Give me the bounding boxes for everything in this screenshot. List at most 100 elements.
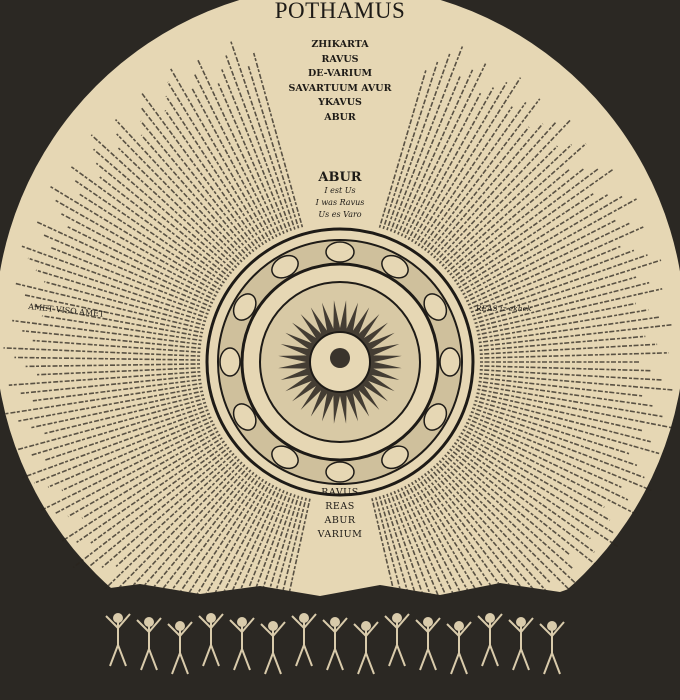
- zodiac-cell: [439, 347, 461, 377]
- text-line: [144, 471, 255, 596]
- text-line: [101, 452, 235, 569]
- text-line: [449, 448, 599, 567]
- text-line: [148, 476, 261, 596]
- text-line: [458, 435, 616, 535]
- text-line: [435, 118, 572, 262]
- dancer-figure: [353, 621, 379, 675]
- text-line: [475, 396, 651, 443]
- zodiac-cell: [423, 403, 448, 431]
- dancer-figure: [508, 617, 534, 671]
- text-line: [462, 428, 605, 508]
- dancer-figure: [167, 621, 193, 675]
- text-line: [474, 399, 660, 455]
- text-line: [404, 92, 482, 239]
- text-line: [374, 497, 420, 596]
- text-line: [479, 365, 652, 372]
- text-line: [444, 454, 574, 570]
- text-line: [50, 246, 211, 312]
- dancer-figure: [105, 613, 131, 667]
- text-line: [474, 276, 637, 325]
- text-line: [30, 390, 204, 429]
- text-line: [438, 145, 558, 264]
- text-line: [116, 466, 249, 596]
- text-line: [252, 52, 304, 228]
- text-line: [20, 244, 209, 315]
- text-line: [164, 109, 261, 248]
- dancer-figure: [291, 613, 317, 667]
- text-line: [36, 221, 214, 305]
- text-line: [167, 81, 268, 244]
- text-line: [460, 432, 611, 521]
- text-line: [417, 106, 513, 247]
- text-line: [456, 438, 620, 549]
- text-line: [410, 481, 502, 596]
- text-line: [441, 457, 576, 584]
- text-line: [479, 369, 662, 381]
- text-line: [139, 106, 255, 253]
- track: SAVARTUUM AVUR: [288, 82, 392, 94]
- bottom-word: VARIUM: [317, 529, 363, 540]
- text-line: [99, 176, 230, 278]
- text-line: [397, 489, 473, 596]
- zodiac-cell: [232, 293, 257, 321]
- text-line: [420, 475, 528, 596]
- text-line: [477, 302, 637, 336]
- center-line: I was Ravus: [315, 198, 365, 207]
- center-line: Us es Varo: [318, 210, 362, 219]
- text-line: [176, 480, 268, 596]
- text-line: [22, 293, 204, 334]
- text-line: [230, 41, 296, 230]
- text-line: [471, 254, 648, 317]
- text-line: [477, 384, 663, 418]
- text-line: [479, 372, 673, 391]
- text-line: [53, 427, 217, 515]
- text-line: [95, 162, 233, 275]
- text-line: [27, 257, 208, 319]
- text-line: [39, 423, 215, 512]
- text-line: [456, 192, 595, 286]
- text-line: [433, 120, 558, 259]
- text-line: [371, 498, 414, 596]
- track: ZHIKARTA: [311, 39, 369, 50]
- zodiac-cell: [219, 347, 241, 377]
- text-line: [67, 430, 219, 518]
- bottom-word: ABUR: [324, 515, 356, 526]
- text-line: [76, 440, 225, 543]
- text-line: [479, 352, 669, 359]
- text-line: [139, 120, 252, 255]
- text-line: [438, 460, 578, 596]
- text-line: [208, 488, 282, 596]
- text-line: [393, 76, 461, 234]
- text-line: [79, 193, 223, 287]
- text-line: [115, 455, 238, 568]
- text-line: [467, 418, 622, 489]
- text-line: [74, 180, 225, 284]
- dancer-figure: [477, 613, 503, 667]
- text-line: [382, 61, 439, 230]
- text-line: [453, 442, 591, 540]
- text-line: [470, 410, 645, 479]
- text-line: [230, 492, 292, 596]
- text-line: [476, 392, 643, 432]
- text-line: [460, 195, 623, 292]
- text-line: [242, 494, 296, 596]
- text-line: [140, 134, 249, 258]
- text-line: [205, 489, 285, 596]
- text-line: [444, 143, 587, 270]
- text-line: [116, 133, 243, 263]
- album-title: POTHAMUS: [274, 0, 406, 23]
- text-line: [404, 485, 497, 596]
- text-line: [55, 199, 219, 294]
- dancer-figure: [260, 621, 286, 675]
- center-line: I est Us: [324, 186, 356, 195]
- text-line: [241, 495, 300, 596]
- text-line: [464, 219, 616, 299]
- zodiac-cell: [325, 461, 355, 483]
- text-line: [435, 462, 551, 584]
- text-line: [14, 282, 205, 330]
- text-line: [90, 443, 228, 544]
- text-line: [12, 319, 202, 346]
- text-line: [66, 225, 215, 301]
- text-line: [114, 461, 243, 592]
